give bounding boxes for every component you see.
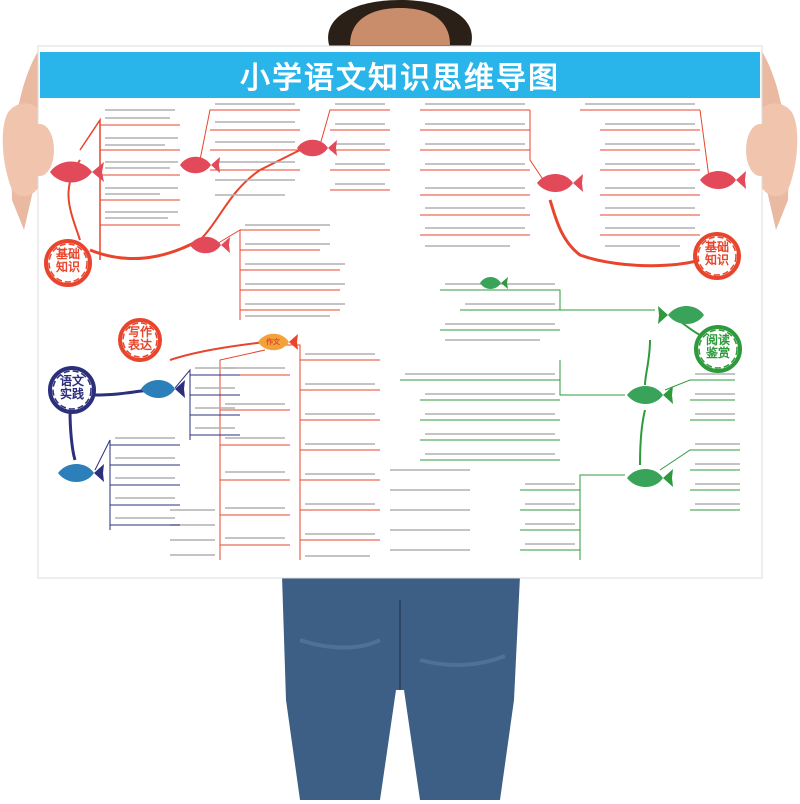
fish-icon bbox=[180, 156, 220, 174]
brush-circle-icon bbox=[44, 239, 92, 287]
writing-branch bbox=[169, 341, 380, 560]
reading-branch bbox=[400, 289, 740, 560]
text-lines-top-right bbox=[425, 103, 695, 247]
section-label-basic-right: 基础 知识 bbox=[704, 240, 729, 267]
right-thumb bbox=[746, 124, 774, 176]
left-hand bbox=[2, 103, 40, 197]
face-top bbox=[350, 8, 450, 45]
text-lines-reading bbox=[405, 283, 740, 545]
text-lines-writing bbox=[170, 353, 375, 557]
fish-icon bbox=[190, 236, 230, 254]
fish-icon bbox=[627, 469, 673, 487]
text-lines-center bbox=[390, 469, 470, 551]
fish-icon bbox=[258, 333, 298, 351]
brush-circle-icon bbox=[48, 366, 96, 414]
fish-icon bbox=[480, 277, 508, 289]
left-thumb bbox=[26, 124, 54, 176]
fish-icon bbox=[50, 161, 104, 183]
brush-circle-icon bbox=[694, 325, 742, 373]
fish-icon bbox=[658, 306, 704, 324]
text-lines-top-left bbox=[105, 103, 385, 317]
fish-label-zuowen: 作文 bbox=[266, 338, 280, 346]
brush-circle-icon bbox=[118, 318, 162, 362]
brush-circle-icon bbox=[693, 232, 741, 280]
jeans-wrinkle bbox=[299, 638, 381, 650]
section-label-practice: 语文 实践 bbox=[59, 374, 84, 401]
text-lines-practice bbox=[115, 367, 235, 519]
jeans-wrinkle bbox=[419, 654, 506, 667]
poster-title: 小学语文知识思维导图 bbox=[40, 52, 760, 98]
fish-icon bbox=[537, 174, 583, 192]
section-label-writing: 写作 表达 bbox=[127, 325, 152, 352]
fish-icon bbox=[700, 171, 746, 189]
fish-icon bbox=[58, 464, 104, 482]
section-label-reading: 阅读 鉴赏 bbox=[705, 333, 730, 360]
fish-icon bbox=[297, 139, 337, 157]
section-label-basic-left: 基础 知识 bbox=[55, 247, 80, 274]
fish-icon bbox=[627, 386, 673, 404]
right-hand bbox=[760, 103, 798, 197]
fish-icon bbox=[141, 380, 185, 398]
